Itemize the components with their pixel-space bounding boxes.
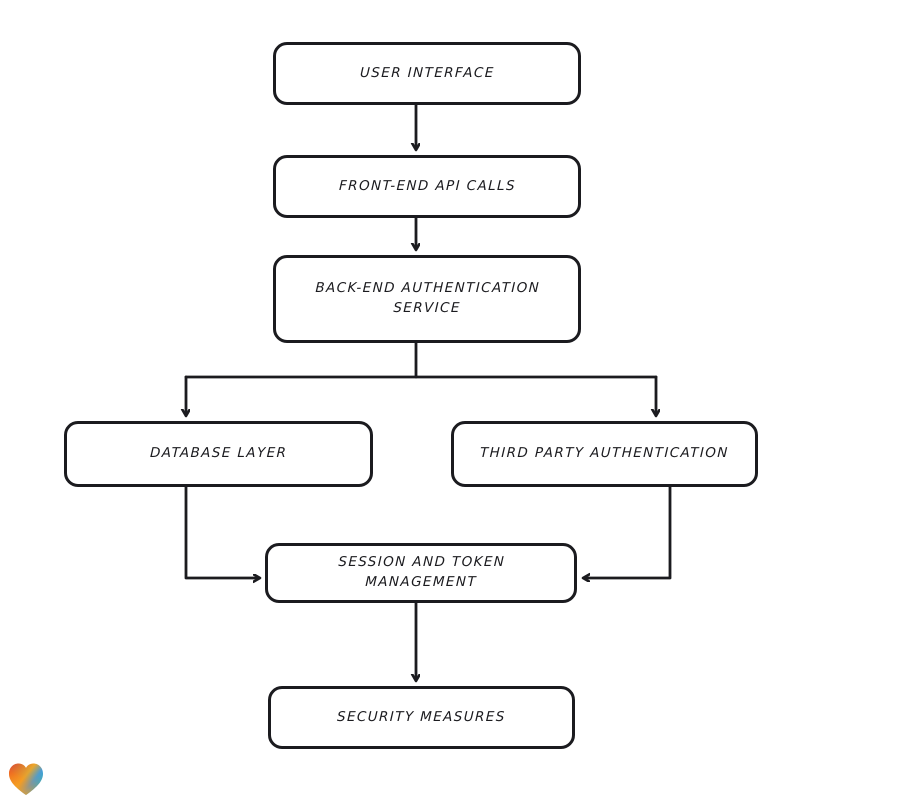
node-user-interface-label: User Interface xyxy=(359,64,495,81)
heart-icon xyxy=(9,763,43,795)
node-frontend-api-calls[interactable]: Front-End API Calls xyxy=(273,155,581,218)
node-user-interface[interactable]: User Interface xyxy=(273,42,581,105)
node-backend-authentication-service-label: Back-End Authentication Service xyxy=(314,280,541,316)
node-database-layer[interactable]: Database Layer xyxy=(64,421,373,487)
edge-database-to-session xyxy=(184,485,259,578)
node-security-measures-label: Security Measures xyxy=(336,708,507,725)
node-third-party-authentication-label: Third Party Authentication xyxy=(479,445,730,462)
node-frontend-api-calls-label: Front-End API Calls xyxy=(338,177,516,194)
node-database-layer-label: Database Layer xyxy=(149,445,288,462)
node-third-party-authentication[interactable]: Third Party Authentication xyxy=(451,421,758,487)
edge-thirdparty-to-session xyxy=(584,485,672,578)
node-security-measures[interactable]: Security Measures xyxy=(268,686,575,749)
node-session-and-token-management-label: Session and Token Management xyxy=(337,554,506,590)
node-backend-authentication-service[interactable]: Back-End Authentication Service xyxy=(273,255,581,343)
node-session-and-token-management[interactable]: Session and Token Management xyxy=(265,543,577,603)
